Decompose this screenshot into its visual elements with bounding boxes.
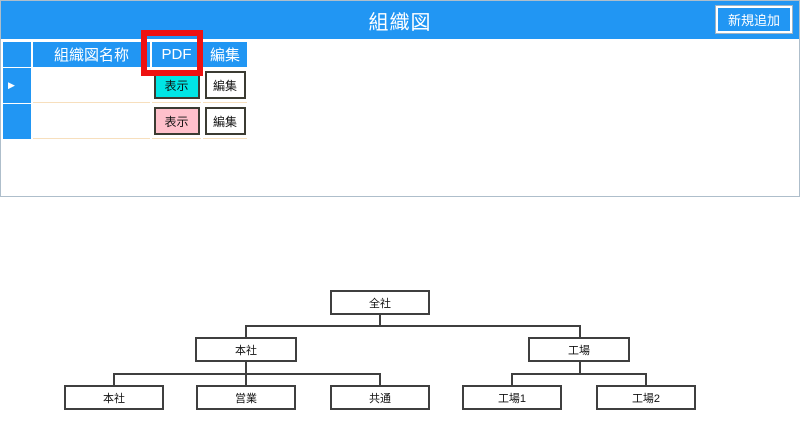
edit-row-button[interactable]: 編集 (204, 71, 246, 99)
add-new-button[interactable]: 新規追加 (715, 6, 792, 33)
pdf-cell: 表示 (152, 104, 201, 139)
connector-line (245, 325, 581, 327)
name-cell[interactable] (33, 104, 150, 139)
connector-line (579, 361, 581, 374)
table-header-row: 組織図名称 PDF 編集 (3, 42, 247, 67)
org-node-root: 全社 (330, 290, 430, 315)
org-node-kojo1: 工場1 (462, 385, 562, 410)
connector-line (245, 361, 247, 374)
edit-cell: 編集 (203, 104, 247, 139)
edit-cell: 編集 (203, 68, 247, 103)
table-row: ▶ 表示 編集 (3, 68, 247, 103)
pdf-cell: 表示 (152, 68, 201, 103)
page-title: 組織図 (368, 11, 432, 34)
org-node-kojo2: 工場2 (596, 385, 696, 410)
name-cell[interactable] (33, 68, 150, 103)
edit-row-button[interactable]: 編集 (204, 107, 246, 135)
table-row: 表示 編集 (3, 104, 247, 139)
orgchart-table: 組織図名称 PDF 編集 ▶ 表示 編集 表示 (3, 42, 247, 140)
org-node-honsha2: 本社 (64, 385, 164, 410)
connector-line (379, 314, 381, 327)
connector-line (511, 373, 647, 375)
column-header-name[interactable]: 組織図名称 (33, 42, 150, 67)
current-row-marker-icon: ▶ (8, 80, 15, 90)
show-pdf-button[interactable]: 表示 (153, 71, 200, 99)
show-pdf-button[interactable]: 表示 (153, 107, 200, 135)
org-node-kojo: 工場 (528, 337, 630, 362)
org-node-honsha: 本社 (195, 337, 297, 362)
titlebar: 組織図 新規追加 (1, 1, 799, 39)
row-selector[interactable]: ▶ (3, 68, 31, 103)
orgchart-list-panel: 組織図 新規追加 組織図名称 PDF 編集 ▶ 表示 編集 (0, 0, 800, 197)
org-node-eigyo: 営業 (196, 385, 296, 410)
org-node-kyotsu: 共通 (330, 385, 430, 410)
column-header-pdf[interactable]: PDF (152, 42, 201, 67)
column-header-selector[interactable] (3, 42, 31, 67)
row-selector[interactable] (3, 104, 31, 139)
connector-line (113, 373, 381, 375)
column-header-edit[interactable]: 編集 (203, 42, 247, 67)
